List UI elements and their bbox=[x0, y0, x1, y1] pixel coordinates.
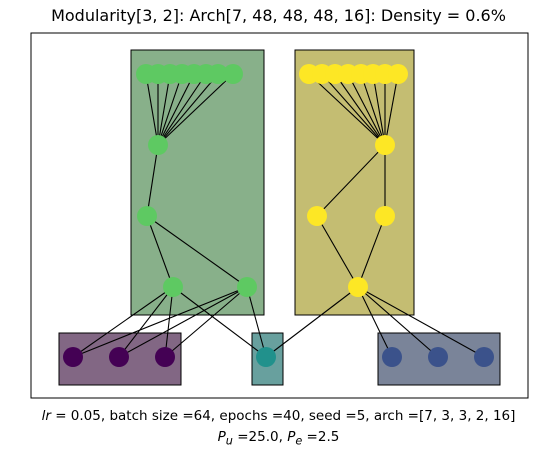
input-node-blue bbox=[428, 347, 448, 367]
input-node-teal bbox=[256, 347, 276, 367]
yellow-module-nodes bbox=[299, 64, 408, 297]
caption-line-1: lr = 0.05, batch size =64, epochs =40, s… bbox=[0, 408, 557, 424]
pu-symbol: P bbox=[217, 429, 226, 445]
module-yellow-box bbox=[294, 49, 415, 316]
pe-value: =2.5 bbox=[302, 429, 340, 445]
node bbox=[237, 277, 257, 297]
node bbox=[137, 206, 157, 226]
input-node-purple bbox=[155, 347, 175, 367]
node bbox=[148, 135, 168, 155]
diagram-title: Modularity[3, 2]: Arch[7, 48, 48, 48, 16… bbox=[51, 6, 506, 25]
node bbox=[388, 64, 408, 84]
pe-symbol: P bbox=[287, 429, 296, 445]
input-node-blue bbox=[474, 347, 494, 367]
edges bbox=[72, 73, 485, 358]
pu-value: =25.0, bbox=[232, 429, 288, 445]
node bbox=[223, 64, 243, 84]
node bbox=[375, 135, 395, 155]
pe-subscript: e bbox=[295, 434, 303, 448]
node bbox=[208, 64, 228, 84]
input-node-purple bbox=[63, 347, 83, 367]
green-module-nodes bbox=[136, 64, 257, 297]
input-node-purple bbox=[109, 347, 129, 367]
node bbox=[375, 206, 395, 226]
input-node-blue bbox=[382, 347, 402, 367]
node bbox=[307, 206, 327, 226]
node bbox=[163, 277, 183, 297]
caption-line-2: Pu =25.0, Pe =2.5 bbox=[0, 429, 557, 448]
plot-frame bbox=[30, 32, 529, 399]
input-nodes bbox=[63, 347, 494, 367]
lr-symbol: lr bbox=[41, 408, 51, 424]
pu-subscript: u bbox=[225, 434, 233, 448]
hyperparams-text: = 0.05, batch size =64, epochs =40, seed… bbox=[50, 408, 516, 424]
node bbox=[348, 277, 368, 297]
module-green-box bbox=[130, 49, 265, 316]
